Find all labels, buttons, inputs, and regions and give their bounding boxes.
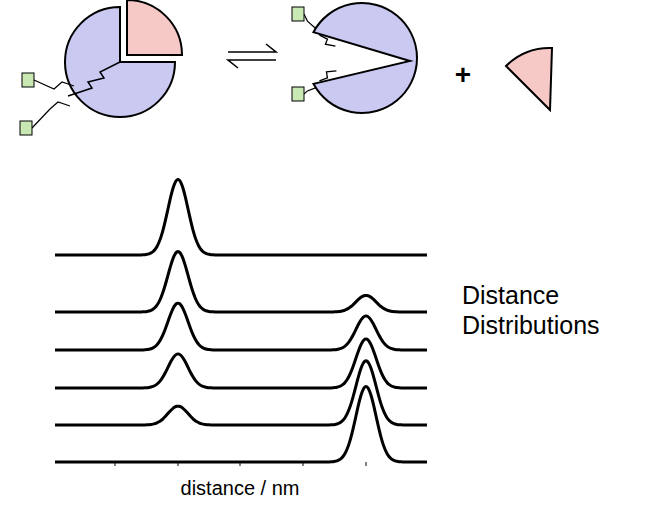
equilibrium-arrows: [228, 44, 276, 68]
distribution-trace: [55, 339, 427, 388]
panel-label: Distance Distributions: [462, 280, 647, 340]
spin-label: [20, 121, 32, 135]
axis-tick: [178, 462, 179, 466]
spin-label-linker: [304, 88, 315, 94]
protein-body: [313, 3, 417, 113]
axis-tick: [366, 462, 367, 466]
axis-tick: [115, 462, 116, 466]
distribution-trace: [55, 180, 427, 255]
axis-title: distance / nm: [140, 476, 340, 500]
axis-tick: [303, 462, 304, 466]
plus-sign: +: [452, 58, 474, 92]
spin-label: [292, 7, 304, 21]
spin-label-linker: [304, 14, 315, 28]
spin-label: [292, 87, 304, 101]
distribution-trace: [55, 252, 427, 312]
forward-harpoon: [228, 44, 276, 52]
closed-complex: [20, 0, 182, 135]
ligand-wedge: [127, 0, 182, 55]
spin-label: [22, 73, 34, 87]
distance-distributions: [55, 180, 427, 466]
open-complex: [292, 3, 417, 113]
reverse-harpoon: [228, 60, 276, 68]
axis-tick: [240, 462, 241, 466]
cleft-line: [319, 71, 336, 81]
spin-label-linker: [32, 102, 70, 128]
ligand-wedge: [506, 48, 552, 110]
distribution-trace: [55, 387, 427, 462]
cleft-line: [319, 35, 335, 46]
cleft-line: [68, 62, 120, 96]
spin-label-linker: [34, 80, 74, 89]
